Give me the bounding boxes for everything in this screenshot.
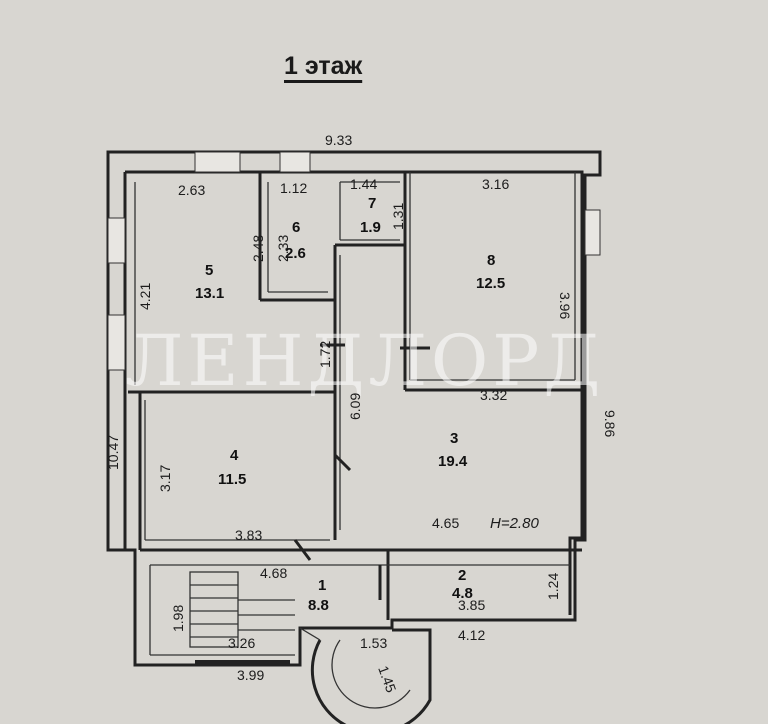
dimension-label: 3.85 [458,597,485,613]
room-4: 4 11.5 [218,447,246,488]
room-1: 1 8.8 [308,577,329,614]
dimension-label: 3.17 [157,465,173,492]
dimension-label: 9.33 [325,132,352,148]
round-porch [299,627,432,724]
dimension-label: 3.32 [480,387,507,403]
dimension-label: 1.44 [350,176,377,192]
dimension-label: 3.83 [235,527,262,543]
window [279,151,311,173]
room-area: 4.8 [452,585,473,602]
room-area: 11.5 [218,471,246,488]
room-number: 7 [368,195,376,212]
room-area: 19.4 [438,453,468,470]
dimension-label: 4.68 [260,565,287,581]
room-3: 3 19.4 [438,430,468,470]
room-6: 6 2.6 [285,219,306,262]
dimension-label: 2.48 [250,235,266,262]
room-area: 13.1 [195,285,224,302]
watermark: ЛЕНДЛОРД [125,320,604,402]
dimension-label: 1.98 [170,605,186,632]
dimension-label: 4.21 [137,283,153,310]
dimension-label: 1.72 [317,341,333,368]
room-area: 8.8 [308,597,329,614]
dimension-label: 1.12 [280,180,307,196]
window [584,209,601,256]
dimension-label: 2.63 [178,182,205,198]
room-7: 7 1.9 [360,195,381,236]
window [194,151,241,173]
window [107,314,126,371]
room-number: 1 [318,577,326,594]
dimension-label: 1.24 [545,573,561,600]
staircase [189,571,295,648]
dimension-label: 3.26 [228,635,255,651]
wall-segment [195,660,290,666]
dimension-label: 6.09 [347,393,363,420]
dimension-label: 4.65 [432,515,459,531]
dimension-label: 9.86 [602,410,618,437]
room-number: 6 [292,219,300,236]
dimension-label: 1.31 [390,203,406,230]
ceiling-height-label: H=2.80 [490,515,539,532]
inner-outline [125,170,584,615]
dimension-label: 2.33 [275,235,291,262]
outer-wall [106,150,602,667]
dimension-label: 1.45 [375,664,399,695]
room-number: 4 [230,447,239,464]
room-2: 2 4.8 [452,567,473,602]
floor-title: 1 этаж [284,52,363,80]
room-number: 2 [458,567,466,584]
window [107,217,126,264]
dimension-label: 4.12 [458,627,485,643]
dimension-label: 3.96 [557,292,573,319]
room-8: 8 12.5 [476,252,505,292]
room-area: 12.5 [476,275,505,292]
room-area: 2.6 [285,245,306,262]
room-number: 5 [205,262,213,279]
room-number: 3 [450,430,458,447]
dimension-label: 10.47 [105,435,121,470]
dimension-label: 3.16 [482,176,509,192]
room-number: 8 [487,252,495,269]
dimension-label: 1.53 [360,635,387,651]
room-area: 1.9 [360,219,381,236]
room-5: 5 13.1 [195,262,224,302]
dimension-label: 3.99 [237,667,264,683]
